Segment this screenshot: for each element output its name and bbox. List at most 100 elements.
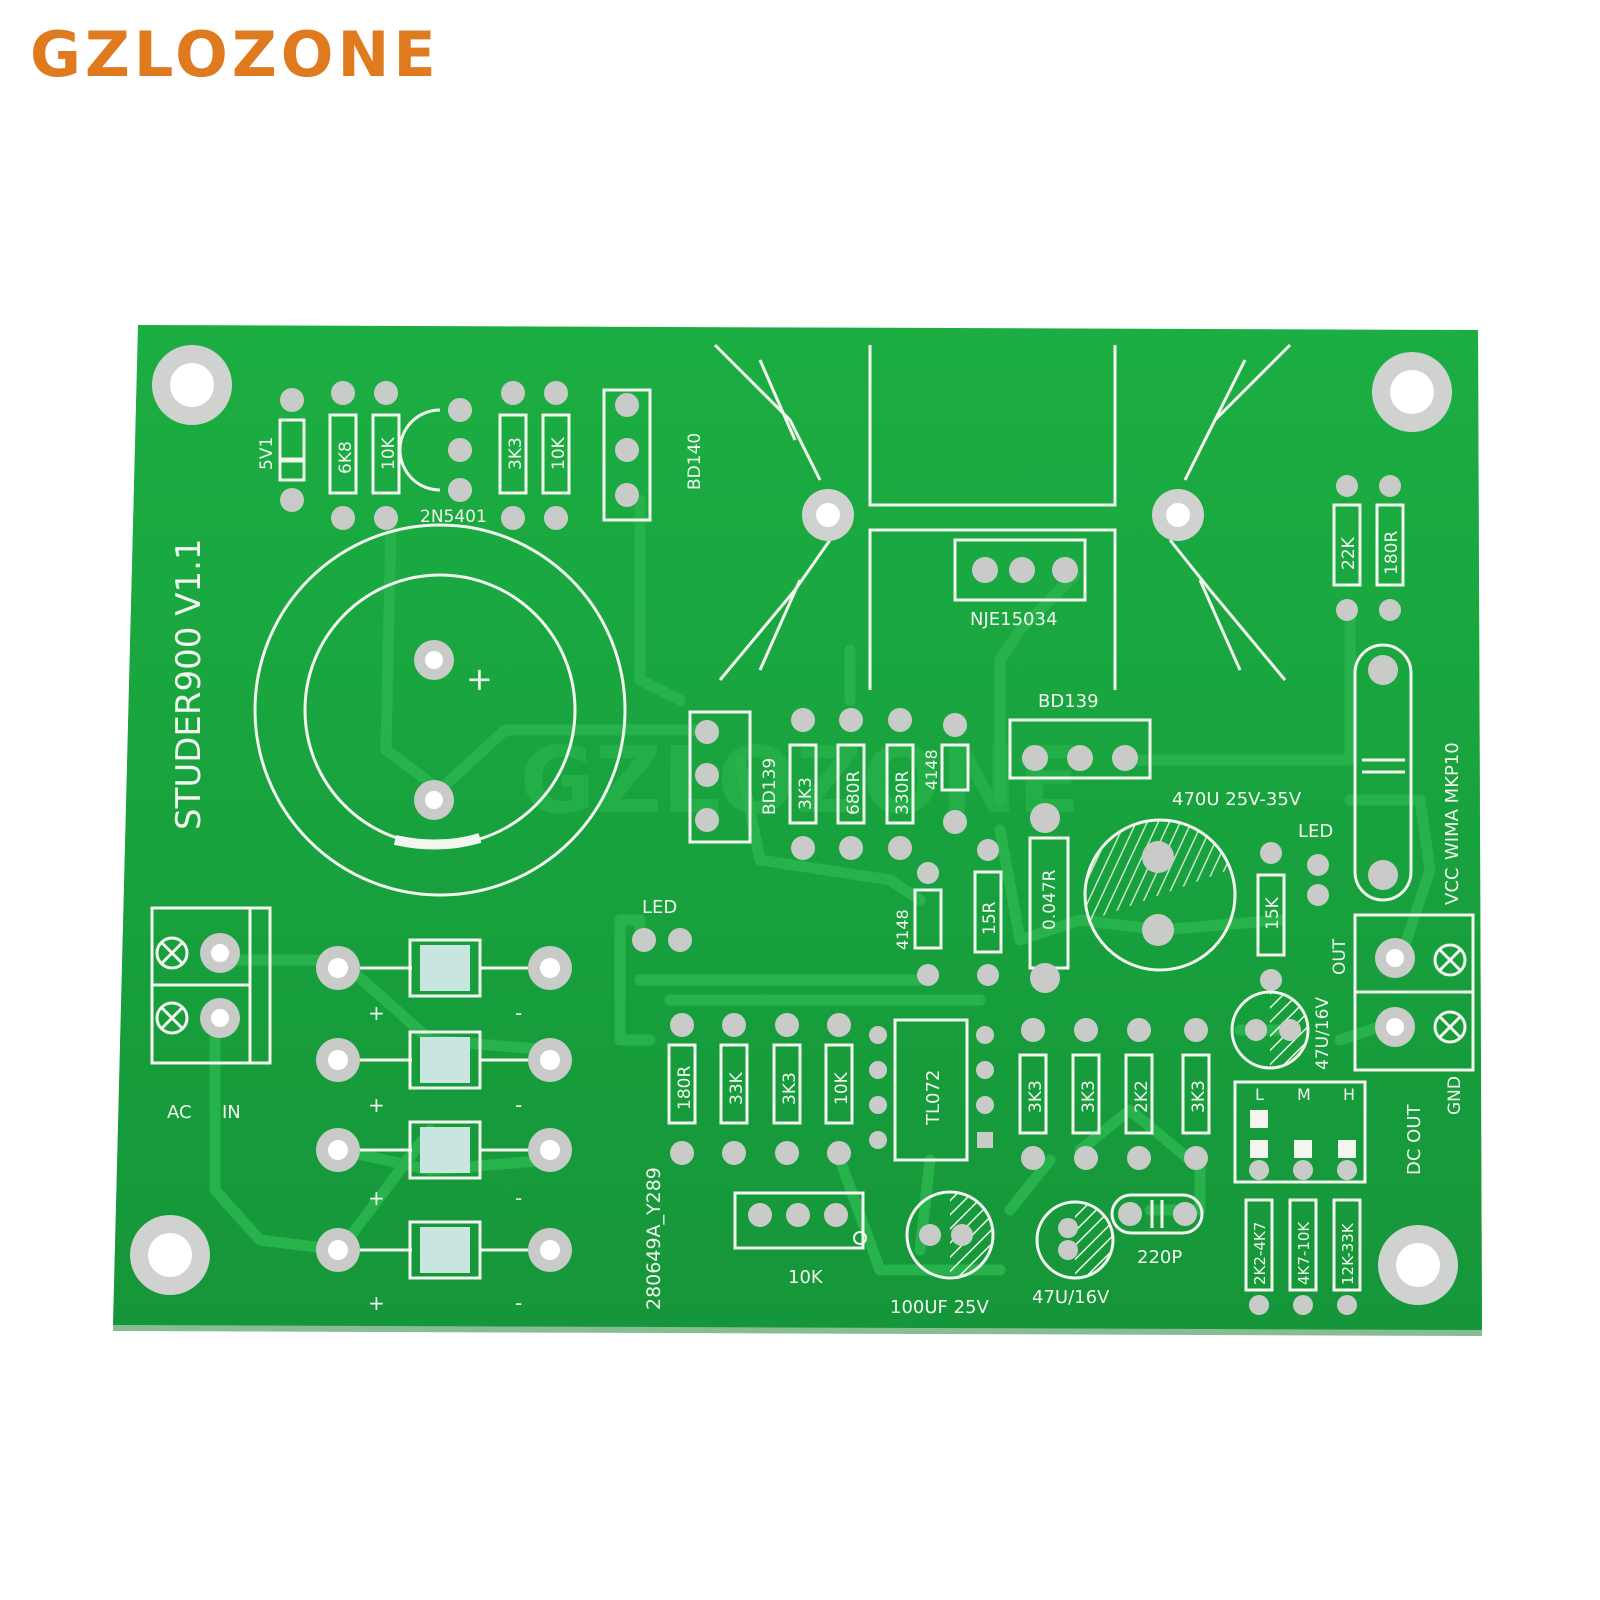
bridge-plus-1: + [368, 1001, 385, 1025]
mid-resistor-outlines [788, 743, 970, 825]
bridge-minus-2: - [515, 1093, 522, 1117]
bd139-top-pads [1022, 745, 1138, 771]
resistor-3k3-d-label: 3K3 [1026, 1080, 1046, 1113]
transistor-nje15034-label: NJE15034 [970, 609, 1057, 630]
top-left-outlines [278, 388, 652, 522]
led-right-label: LED [1298, 821, 1333, 842]
selector-m-label: M [1297, 1085, 1311, 1104]
ic-tl072-pads [869, 1026, 994, 1149]
mid-resistor-pads [791, 708, 967, 860]
led-right-pads [1307, 854, 1329, 906]
diode-4148b-label: 4148 [893, 909, 912, 950]
resistor-2k2-label: 2K2 [1132, 1080, 1152, 1113]
selector-l-label: L [1255, 1085, 1264, 1104]
nje-pads [972, 557, 1078, 583]
led-left-label: LED [642, 897, 677, 918]
lower-left-resistor-outlines [667, 1043, 854, 1125]
wima-label: WIMA MKP10 [1442, 742, 1463, 860]
bridge-plus-2: + [368, 1093, 385, 1117]
pot-10k-label: 10K [788, 1267, 824, 1288]
transistor-2n5401-label: 2N5401 [420, 507, 487, 527]
output-terminal-pads [1375, 938, 1415, 1047]
bridge-minus-4: - [515, 1291, 522, 1315]
cap-220p-outline [1110, 1193, 1204, 1235]
resistor-3k3-e-label: 3K3 [1079, 1080, 1099, 1113]
resistor-10k-c-label: 10K [832, 1071, 852, 1105]
selector-r1-label: 2K2-4K7 [1251, 1222, 1269, 1285]
main-capacitor-outline [253, 523, 627, 897]
plus-sign-main-cap: + [466, 660, 493, 698]
bridge-plus-3: + [368, 1186, 385, 1210]
resistor-10k-label: 10K [379, 436, 399, 470]
ac-terminal-pads [200, 933, 240, 1038]
cap-220p-label: 220P [1137, 1247, 1182, 1268]
top-left-pads [280, 381, 639, 530]
cap-47u-right-label: 47U/16V [1313, 997, 1333, 1070]
resistor-180r-label: 180R [1382, 531, 1402, 575]
transistor-bd139-label: BD139 [1038, 691, 1099, 712]
diode-4148b-pads [917, 862, 939, 986]
nje-outline [953, 538, 1087, 602]
resistor-3k3-mid-label: 3K3 [796, 777, 816, 810]
main-capacitor-pads [414, 640, 454, 820]
selector-r3-label: 12K-33K [1339, 1222, 1357, 1285]
cap-100uf-label: 100UF 25V [890, 1297, 990, 1318]
resistor-15r-label: 15R [980, 901, 1000, 935]
bridge-diodes [316, 938, 572, 1280]
resistor-15r-pads [977, 839, 999, 986]
heatsink-holes [802, 489, 1204, 541]
cap-470u-pads [1142, 841, 1174, 946]
lower-right-resistor-outlines [1018, 1053, 1211, 1135]
ac-terminal-x-marks [155, 936, 189, 1035]
bridge-minus-1: - [515, 1001, 522, 1025]
selector-outline [1233, 1080, 1367, 1184]
bd139-top-outline [1008, 718, 1152, 780]
board-title: STUDER900 V1.1 [169, 538, 209, 830]
wima-cap-pads [1368, 655, 1398, 890]
ic-tl072-label: TL072 [923, 1070, 944, 1126]
led-left-pads [632, 928, 692, 952]
board-code: 280649A_Y289 [643, 1167, 665, 1310]
lower-left-resistor-pads [670, 1013, 851, 1165]
transistor-bd139-left-label: BD139 [760, 758, 780, 815]
vcc-label: VCC [1442, 868, 1463, 905]
bridge-minus-3: - [515, 1186, 522, 1210]
resistor-15k-label: 15K [1263, 896, 1283, 930]
in-label: IN [222, 1102, 241, 1123]
zener-label: 5V1 [257, 437, 277, 470]
top-right-resistor-outlines [1332, 503, 1405, 587]
bd139-left-outline [688, 710, 752, 844]
pot-10k-pads [748, 1203, 848, 1227]
cap-47u-b-label: 47U/16V [1032, 1287, 1110, 1308]
gnd-label: GND [1445, 1076, 1465, 1115]
lower-right-resistor-pads [1021, 1018, 1208, 1170]
resistor-6k8-label: 6K8 [336, 441, 356, 474]
diode-4148-label: 4148 [922, 749, 941, 790]
resistor-0047r-label: 0.047R [1040, 869, 1060, 930]
selector-pads [1250, 1110, 1356, 1158]
resistor-3k3-f-label: 3K3 [1189, 1080, 1209, 1113]
resistor-22k-label: 22K [1339, 536, 1359, 570]
out-label: OUT [1330, 938, 1350, 975]
selector-r2-label: 4K7-10K [1295, 1221, 1313, 1285]
pot-10k-outline [733, 1191, 865, 1250]
heatsink-outline [713, 343, 1292, 690]
resistor-0047r-pads [1030, 803, 1060, 993]
resistor-680r-label: 680R [844, 771, 864, 815]
brand-logo: GZLOZONE [30, 18, 440, 91]
resistor-3k3-c-label: 3K3 [780, 1072, 800, 1105]
bd139-left-pads [695, 720, 719, 832]
output-terminal-x-marks [1433, 943, 1467, 1044]
resistor-33k-label: 33K [727, 1071, 747, 1105]
selector-h-label: H [1343, 1085, 1355, 1104]
cap-470u-label: 470U 25V-35V [1172, 789, 1302, 810]
resistor-10k-label-b: 10K [549, 436, 569, 470]
top-right-resistor-pads [1336, 475, 1401, 621]
wima-cap-outline [1353, 643, 1413, 902]
transistor-bd140-label: BD140 [685, 433, 705, 490]
resistor-330r-label: 330R [893, 771, 913, 815]
mounting-holes [130, 345, 1458, 1305]
bridge-plus-4: + [368, 1291, 385, 1315]
ic-tl072-outline [893, 1018, 969, 1162]
